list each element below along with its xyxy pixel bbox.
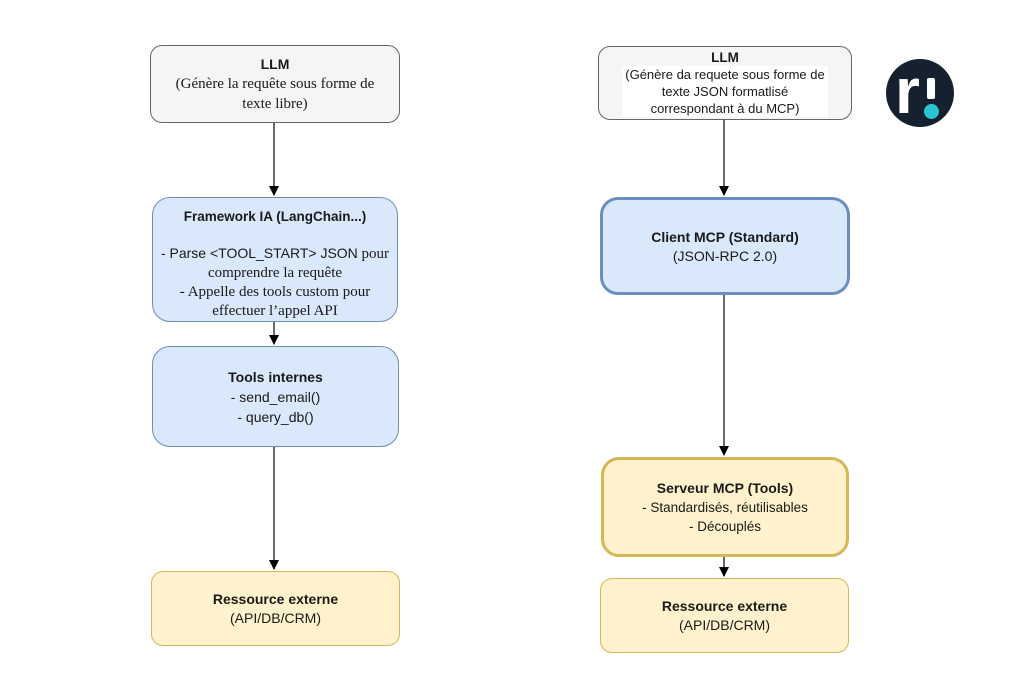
right-llm-subtitle-line2: texte JSON formatlisé — [661, 84, 789, 99]
left-framework-bullet1-sans: - Parse <TOOL_START> JSON — [160, 245, 358, 261]
right-server-item1: - Standardisés, réutilisables — [642, 500, 808, 515]
right-resource-title: Ressource externe — [661, 598, 788, 614]
left-resource-box: Ressource externe (API/DB/CRM) — [151, 571, 400, 646]
right-llm-subtitle-line1: (Génère da requete sous forme de — [625, 67, 825, 82]
logo-letter-r: r — [895, 59, 920, 127]
right-llm-box: LLM (Génère da requete sous forme de tex… — [598, 46, 852, 120]
left-llm-subtitle-line1: (Génère la requête sous forme de — [175, 76, 375, 92]
left-framework-bullet3: - Appelle des tools custom pour — [179, 284, 371, 300]
logo-exclamation-bar-icon — [927, 78, 935, 99]
left-framework-bullet4: effectuer l’appel API — [212, 303, 338, 319]
right-server-item2: - Découplés — [688, 519, 762, 534]
left-tools-box: Tools internes - send_email() - query_db… — [152, 346, 399, 447]
right-llm-title: LLM — [711, 50, 739, 65]
right-resource-box: Ressource externe (API/DB/CRM) — [600, 578, 849, 653]
brand-logo: r — [886, 59, 954, 127]
left-llm-title: LLM — [260, 56, 290, 72]
left-framework-title: Framework IA (LangChain...) — [183, 209, 367, 224]
left-framework-bullet1-serif: pour — [357, 246, 390, 262]
left-framework-bullet2: comprendre la requête — [207, 265, 343, 281]
left-resource-title: Ressource externe — [212, 591, 339, 607]
left-llm-box: LLM (Génère la requête sous forme de tex… — [150, 45, 400, 123]
right-server-mcp-box: Serveur MCP (Tools) - Standardisés, réut… — [601, 457, 849, 557]
logo-exclamation-dot-icon — [924, 104, 939, 119]
right-llm-subtitle-line3: correspondant à du MCP) — [650, 101, 800, 116]
left-llm-subtitle-line2: texte libre) — [242, 96, 308, 112]
left-framework-bullet1: - Parse <TOOL_START> JSON pour — [161, 244, 389, 264]
right-client-title: Client MCP (Standard) — [651, 228, 799, 245]
left-resource-subtitle: (API/DB/CRM) — [230, 610, 321, 626]
right-resource-subtitle: (API/DB/CRM) — [679, 617, 770, 633]
right-llm-label: (Génère da requete sous forme de texte J… — [622, 66, 828, 117]
left-tools-item2: - query_db() — [237, 408, 314, 425]
right-server-title: Serveur MCP (Tools) — [656, 480, 794, 496]
left-tools-item1: - send_email() — [230, 388, 321, 405]
right-client-mcp-box: Client MCP (Standard) (JSON-RPC 2.0) — [600, 197, 850, 295]
left-framework-box: Framework IA (LangChain...) - Parse <TOO… — [152, 197, 398, 322]
right-client-subtitle: (JSON-RPC 2.0) — [672, 247, 778, 264]
left-tools-title: Tools internes — [228, 368, 323, 385]
